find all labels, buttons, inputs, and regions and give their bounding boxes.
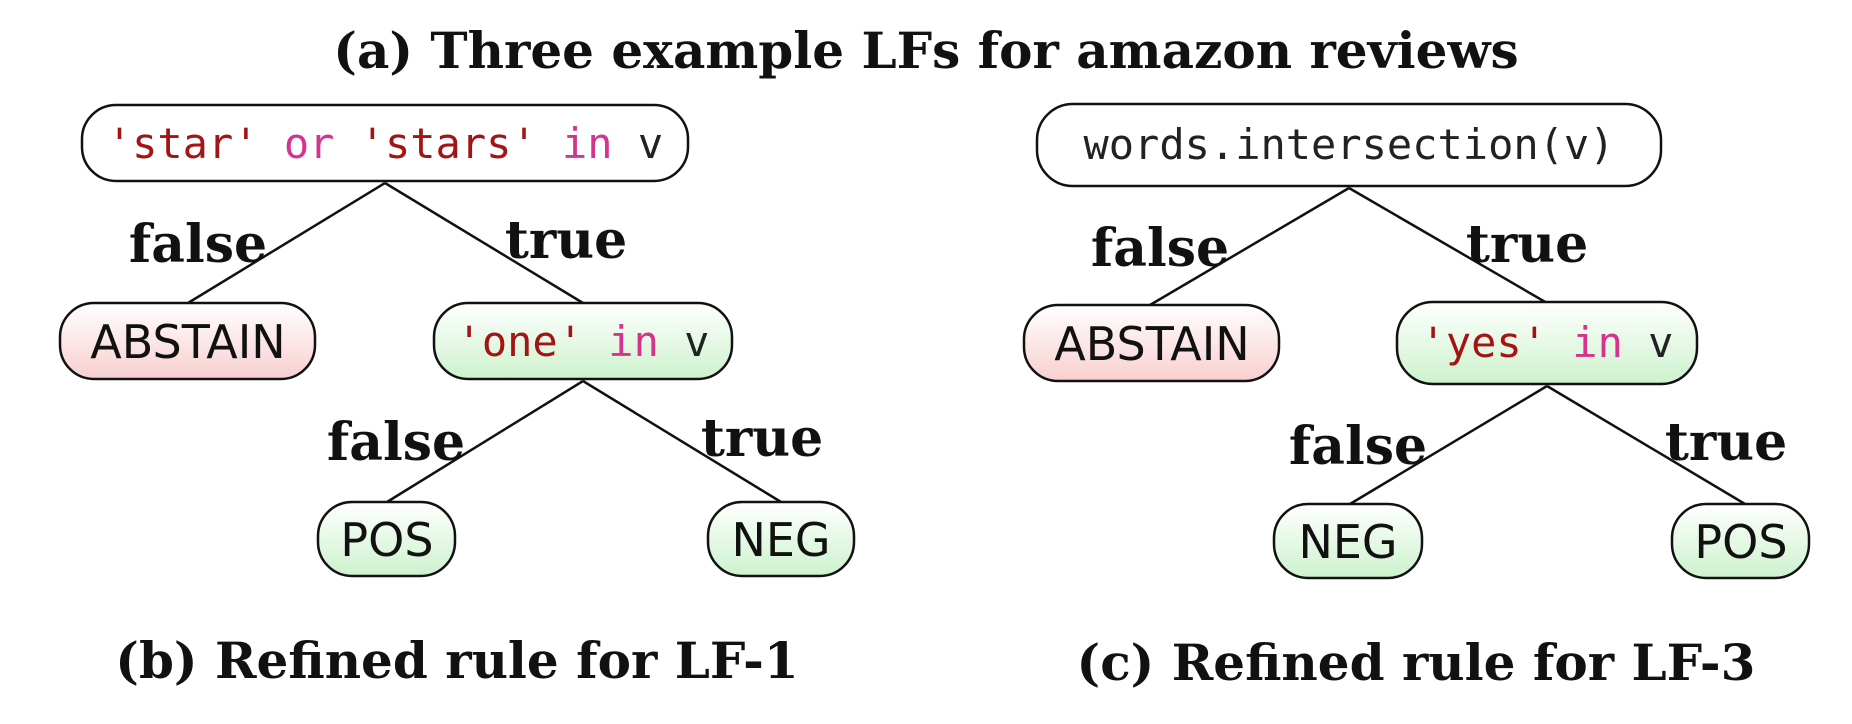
tree1-branch-true-label: true: [505, 210, 627, 271]
tree-lf-3: false true false true words.intersection…: [1022, 102, 1811, 580]
tree-lf-1: false true false true 'star' or 'stars' …: [58, 103, 856, 578]
tree2-edge-inner-true: [1546, 384, 1746, 506]
tree2-edge-root-true: [1348, 186, 1548, 305]
tree2-edge-inner-false: [1349, 384, 1548, 506]
svg-text:'star' or 'sta: 'star' or 'stars' in v: [107, 119, 663, 168]
tree2-inner-true-label: true: [1665, 412, 1787, 473]
tree1-branch-false-label: false: [129, 214, 267, 275]
tree1-inner-keyword-in: in: [608, 317, 659, 366]
tree1-abstain-label: ABSTAIN: [90, 315, 285, 369]
figure-title-c: (c) Refined rule for LF-3: [1077, 633, 1756, 692]
tree1-inner-node: 'one' in v: [432, 301, 734, 381]
tree2-branch-false-label: false: [1091, 218, 1229, 279]
figure-title-a: (a) Three example LFs for amazon reviews: [333, 21, 1518, 80]
tree2-branch-true-label: true: [1466, 214, 1588, 275]
tree1-edge-root-false: [187, 181, 386, 305]
tree1-root-variable: v: [638, 119, 663, 168]
tree1-pos-leaf: POS: [316, 500, 457, 578]
tree2-abstain-leaf: ABSTAIN: [1022, 303, 1281, 383]
tree1-edge-root-true: [384, 181, 584, 305]
tree2-root-code: words.intersection(v): [1083, 120, 1614, 169]
figure-title-b: (b) Refined rule for LF-1: [115, 631, 798, 690]
tree1-root-keyword-or: or: [284, 119, 335, 168]
tree2-inner-node: 'yes' in v: [1395, 300, 1699, 386]
tree1-inner-true-label: true: [701, 408, 823, 469]
tree2-abstain-label: ABSTAIN: [1054, 317, 1249, 371]
tree2-edge-root-false: [1149, 186, 1350, 307]
tree1-pos-label: POS: [340, 513, 433, 567]
tree2-inner-variable: v: [1648, 318, 1673, 367]
tree1-neg-label: NEG: [731, 513, 830, 567]
tree1-root-keyword-in: in: [562, 119, 613, 168]
tree1-root-node: 'star' or 'stars' in v: [80, 103, 690, 183]
tree1-edge-inner-true: [582, 379, 782, 504]
tree1-edge-inner-false: [386, 379, 584, 504]
tree1-abstain-leaf: ABSTAIN: [58, 301, 317, 381]
tree1-inner-variable: v: [684, 317, 709, 366]
tree2-pos-leaf: POS: [1670, 502, 1811, 580]
tree2-inner-false-label: false: [1289, 416, 1427, 477]
tree2-inner-string-yes: 'yes': [1421, 318, 1547, 367]
tree2-inner-keyword-in: in: [1572, 318, 1623, 367]
tree2-neg-leaf: NEG: [1272, 502, 1424, 580]
tree1-neg-leaf: NEG: [706, 500, 856, 578]
svg-text:'one' in v: 'one' in v: [457, 317, 710, 366]
tree1-root-string-stars: 'stars': [360, 119, 537, 168]
tree1-inner-false-label: false: [327, 412, 465, 473]
svg-text:'yes' in v: 'yes' in v: [1421, 318, 1674, 367]
tree2-root-node: words.intersection(v): [1035, 102, 1663, 188]
tree1-inner-string-one: 'one': [457, 317, 583, 366]
tree2-pos-label: POS: [1694, 515, 1787, 569]
tree1-root-string-star: 'star': [107, 119, 259, 168]
tree2-neg-label: NEG: [1298, 515, 1397, 569]
